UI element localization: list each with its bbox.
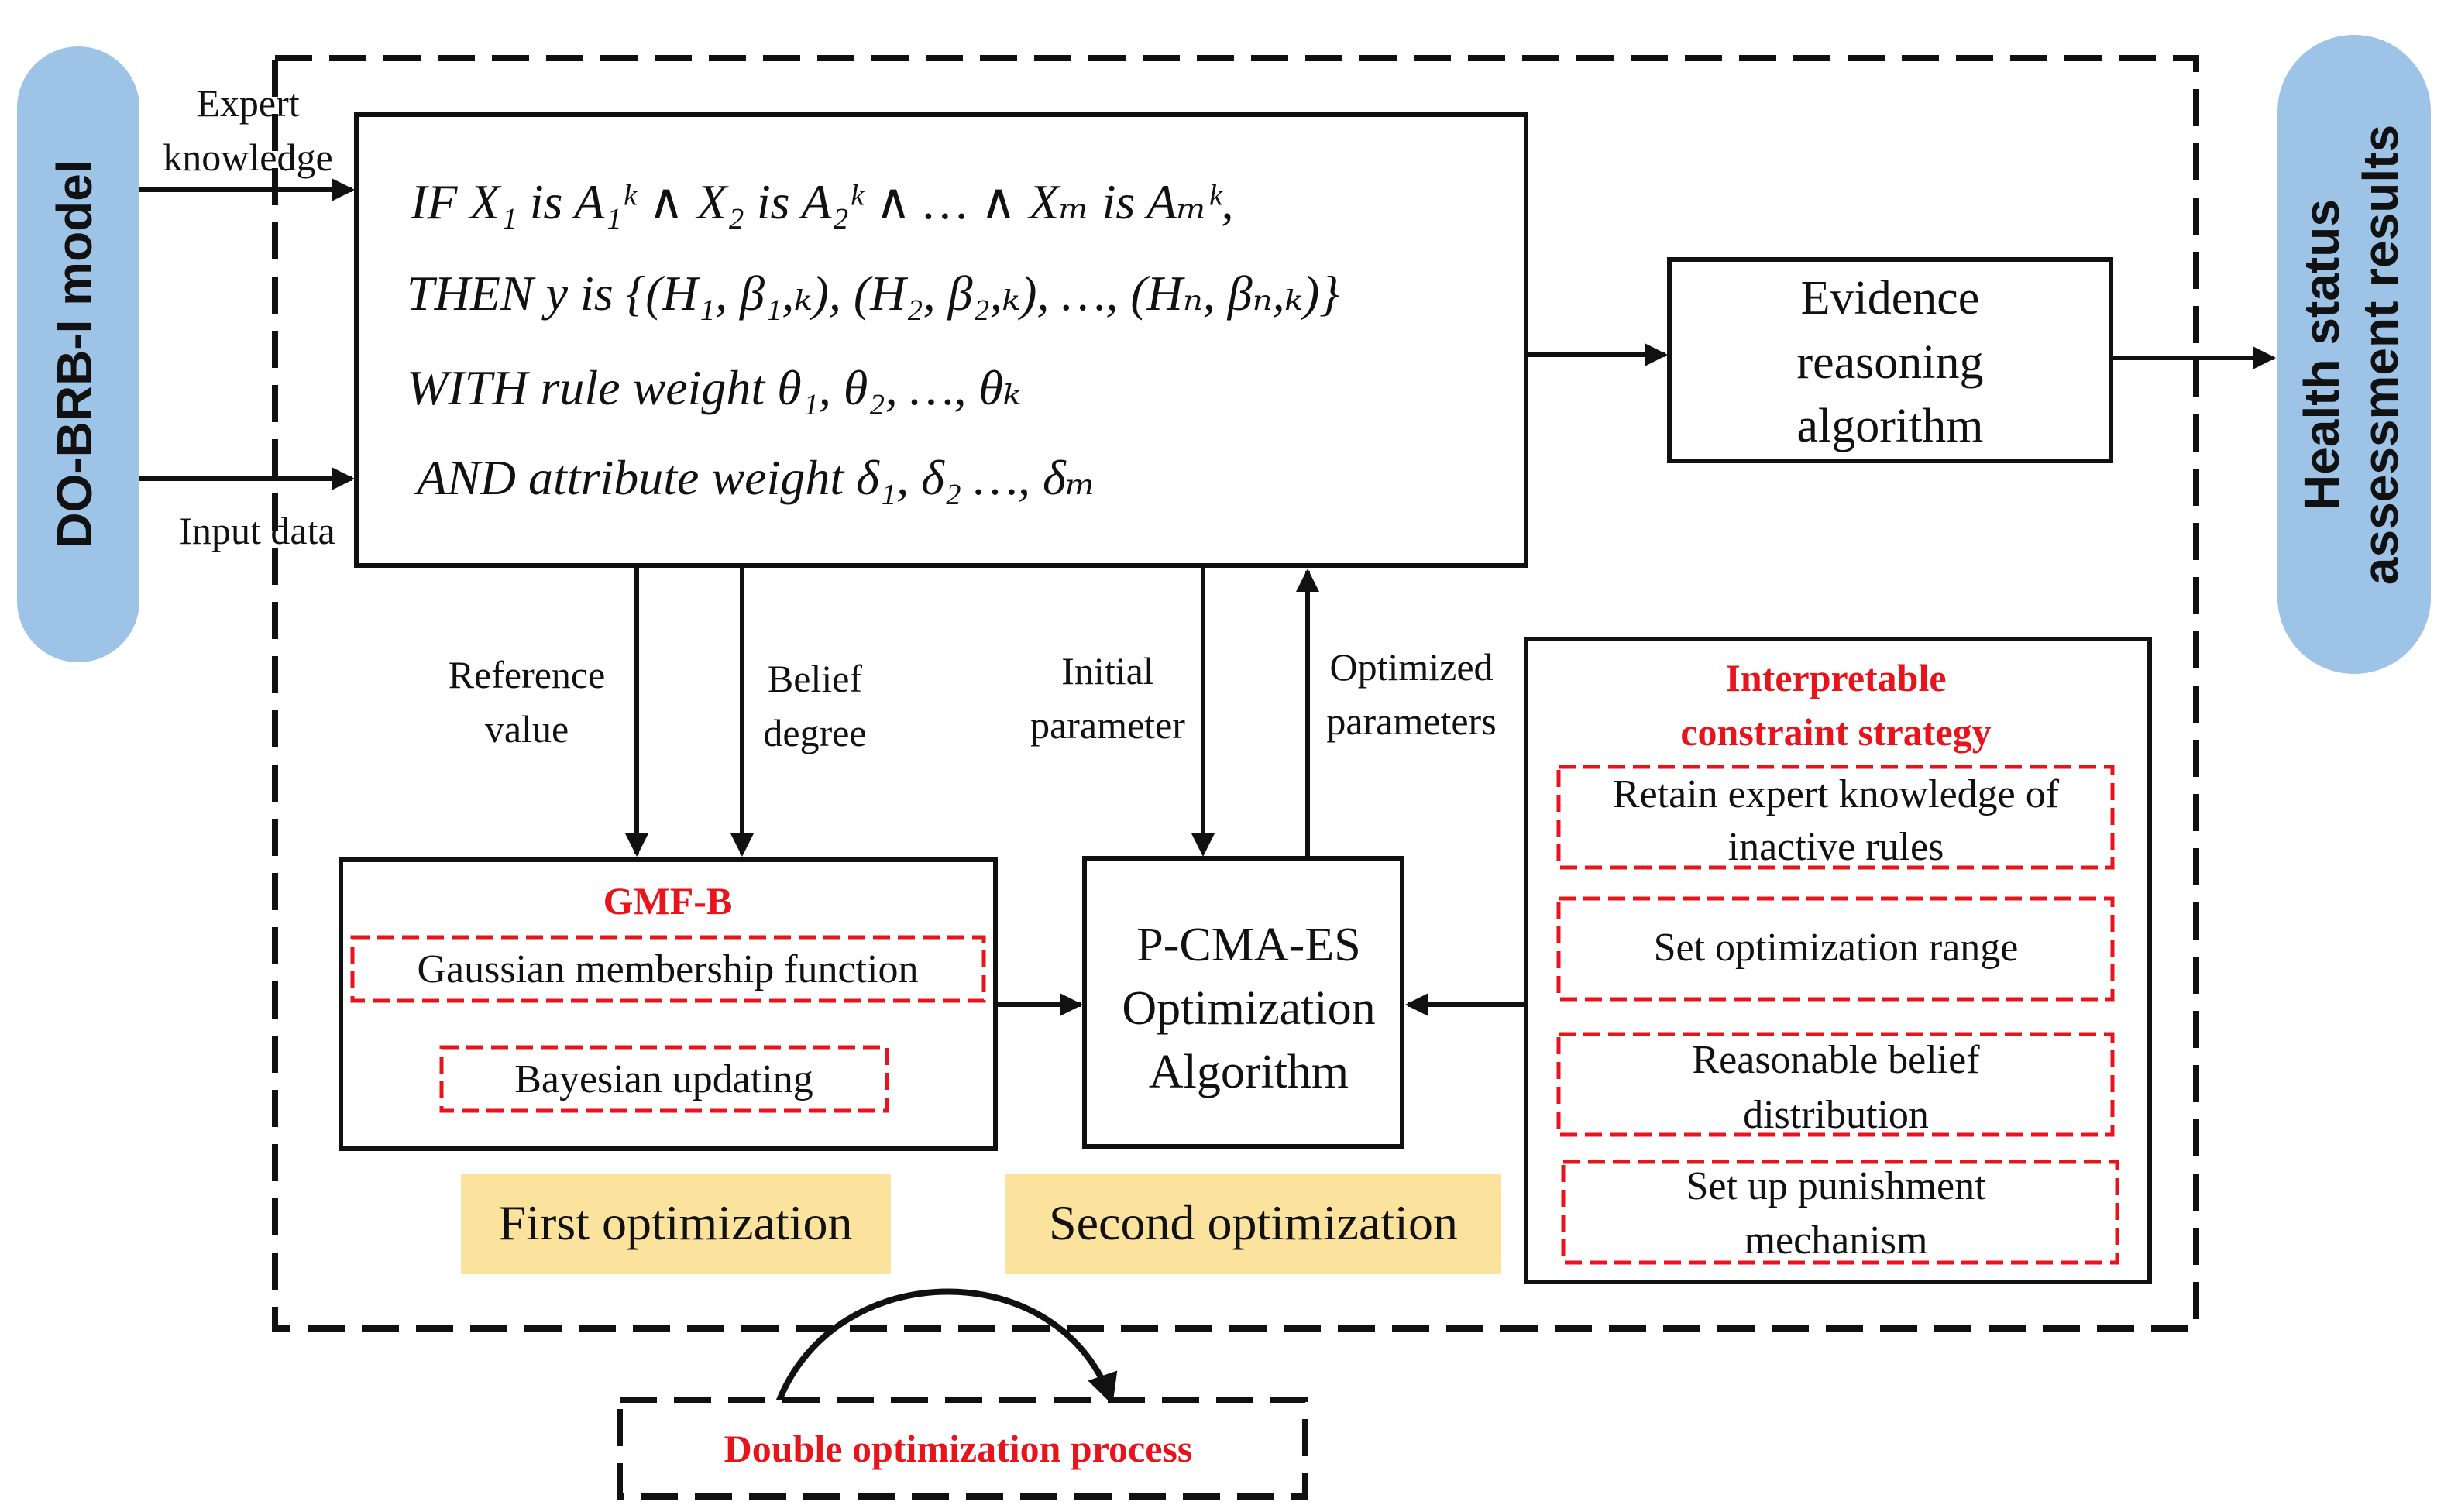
expert-label-line1: Expert — [196, 81, 299, 125]
second-optimization-tag — [1005, 1174, 1501, 1274]
right-pill-line1: Health status — [2294, 199, 2349, 510]
gmf-item1-label: Gaussian membership function — [418, 947, 919, 991]
rule-base-box — [354, 112, 1528, 568]
constraint-item1-dashed — [1556, 765, 2115, 870]
gmf-item2-label: Bayesian updating — [514, 1057, 813, 1101]
constraint-item3-dashed — [1556, 1032, 2115, 1137]
optimized-label-line2: parameters — [1326, 699, 1496, 743]
constraint-strategy-box — [1524, 637, 2152, 1284]
rule-line-then: THEN y is {(H₁, β₁,ₖ), (H₂, β₂,ₖ), …, (H… — [407, 266, 1339, 321]
evidence-line1: Evidence — [1801, 272, 1980, 325]
gmf-item2-dashed — [439, 1045, 889, 1113]
rule-line-if: IF X₁ is A₁ᵏ ∧ X₂ is A₂ᵏ ∧ … ∧ Xₘ is Aₘᵏ… — [410, 174, 1234, 229]
belief-label-line1: Belief — [768, 657, 863, 700]
reference-label-line1: Reference — [449, 653, 606, 696]
constraint-item4-line1: Set up punishment — [1686, 1164, 1986, 1208]
constraint-item3-line1: Reasonable belief — [1692, 1038, 1980, 1082]
right-pill: Health status assessment results — [2277, 35, 2431, 674]
reference-label-line2: value — [485, 707, 569, 751]
constraint-item4-dashed — [1561, 1160, 2119, 1265]
outer-dashed-frame — [272, 55, 2199, 1332]
right-pill-line2: assessment results — [2353, 125, 2408, 585]
double-optimization-label: Double optimization process — [724, 1427, 1193, 1470]
pcma-line2: Optimization — [1122, 982, 1375, 1035]
constraint-title-line1: Interpretable — [1725, 656, 1946, 699]
input-data-label: Input data — [179, 509, 335, 552]
initial-label-line1: Initial — [1061, 649, 1153, 692]
left-pill: DO-BRB-I model — [17, 46, 139, 662]
constraint-item3-line2: distribution — [1743, 1093, 1929, 1137]
double-optimization-box — [617, 1397, 1308, 1500]
constraint-item1-line1: Retain expert knowledge of — [1613, 772, 2060, 816]
constraint-item4-line2: mechanism — [1744, 1218, 1928, 1263]
second-optimization-label: Second optimization — [1049, 1195, 1458, 1250]
constraint-item2-label: Set optimization range — [1654, 926, 2019, 970]
first-optimization-label: First optimization — [499, 1195, 853, 1250]
left-pill-label: DO-BRB-I model — [46, 160, 102, 548]
initial-label-line2: parameter — [1030, 703, 1185, 747]
constraint-title-line2: constraint strategy — [1680, 710, 1991, 754]
gmf-b-title: GMF-B — [603, 879, 733, 923]
evidence-line2: reasoning — [1796, 336, 1983, 389]
pcma-line1: P-CMA-ES — [1136, 919, 1360, 971]
optimized-label-line1: Optimized — [1329, 645, 1493, 689]
pcma-line3: Algorithm — [1149, 1046, 1349, 1098]
constraint-item1-line2: inactive rules — [1728, 825, 1944, 869]
evidence-reasoning-box — [1667, 257, 2113, 463]
rule-line-and: AND attribute weight δ₁, δ₂ …, δₘ — [414, 450, 1096, 505]
pcma-es-box — [1082, 856, 1404, 1149]
constraint-item2-dashed — [1556, 896, 2115, 1002]
first-optimization-tag — [461, 1174, 891, 1274]
expert-label-line2: knowledge — [163, 136, 332, 179]
double-curved-arrow — [754, 1288, 1118, 1434]
evidence-line3: algorithm — [1796, 400, 1983, 452]
rule-line-with: WITH rule weight θ₁, θ₂, …, θₖ — [407, 360, 1021, 415]
belief-label-line2: degree — [763, 711, 866, 754]
